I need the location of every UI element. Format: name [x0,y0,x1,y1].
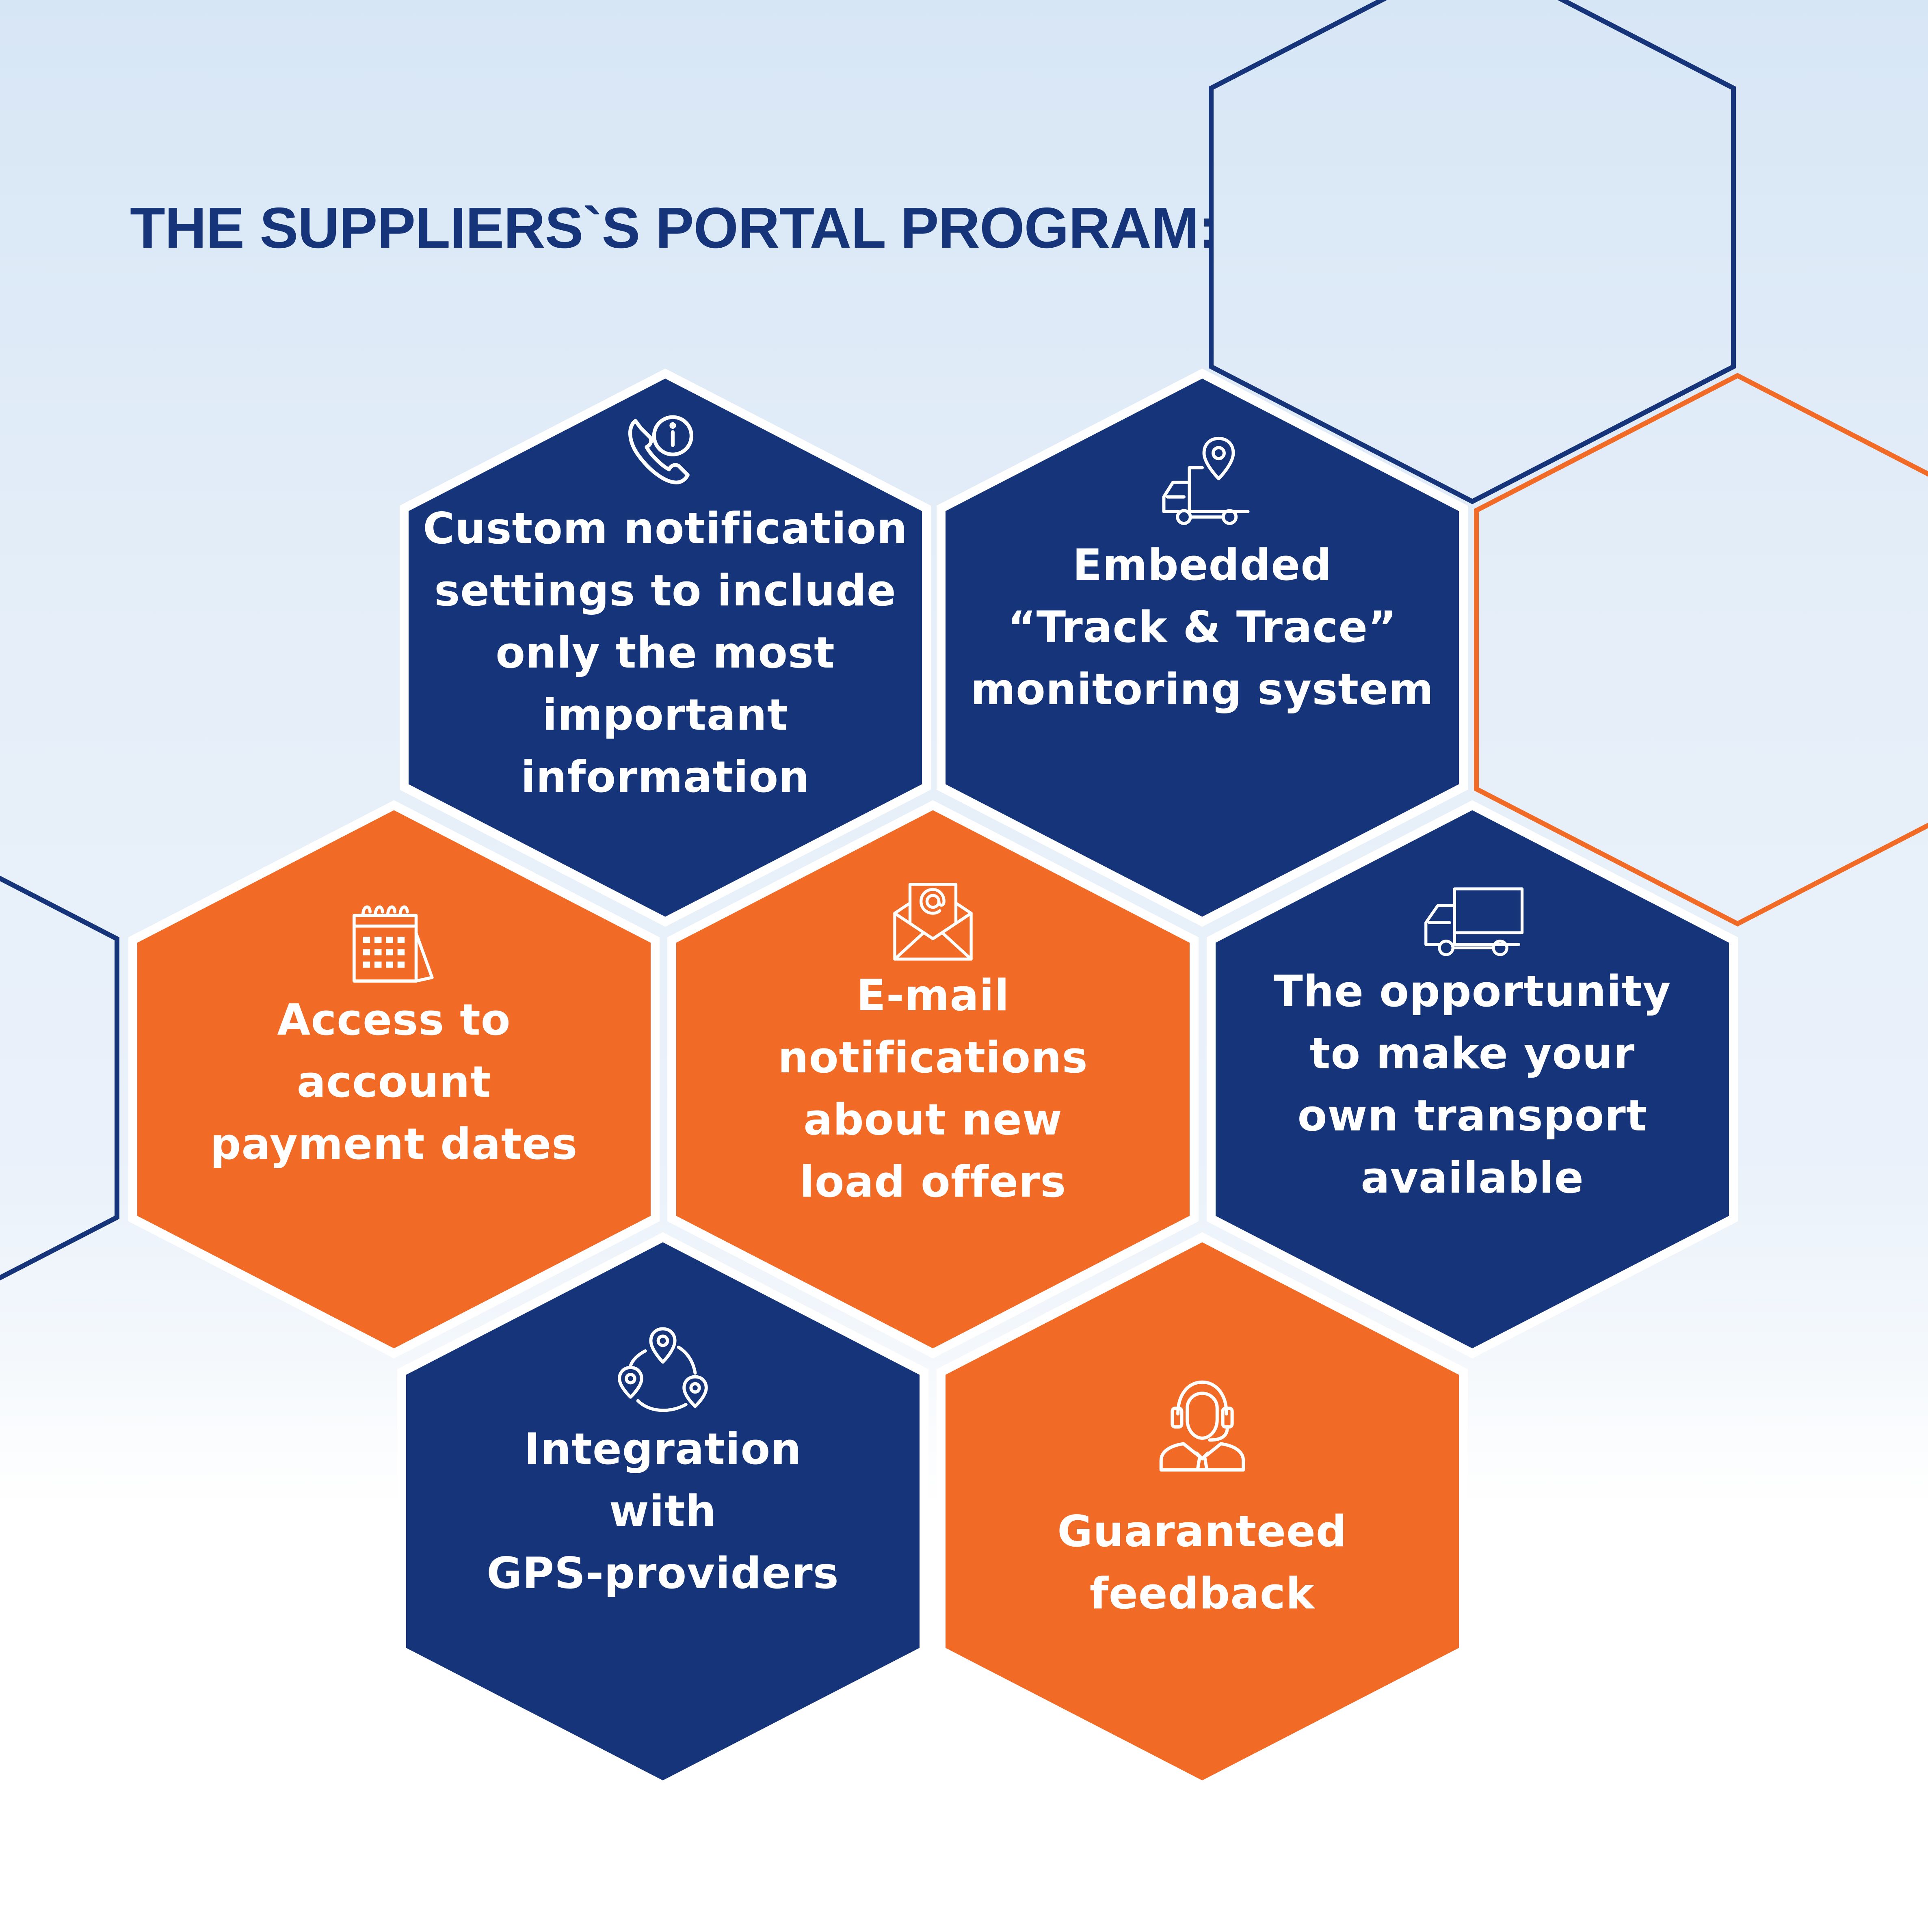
hex-own-transport [1207,800,1738,1359]
email-icon [893,883,973,961]
hex-custom-notifications [400,368,931,927]
calendar-icon [353,905,434,983]
outline-hexagon-left [0,875,119,1281]
hex-feedback [937,1232,1468,1791]
hex-label-own-transport: The opportunity to make your own transpo… [1273,966,1671,1203]
hex-email-notifications [667,800,1199,1359]
hex-content-own-transport: The opportunity to make your own transpo… [1229,883,1716,1209]
headset-operator-icon [1159,1380,1245,1472]
hex-content-custom-notifications: Custom notification settings to include … [422,404,909,808]
hex-label-track-trace: Embedded “Track & Trace” monitoring syst… [970,540,1434,714]
hex-gps-integration [397,1232,928,1791]
hex-content-email-notifications: E-mail notifications about new load offe… [689,879,1177,1213]
hex-content-track-trace: Embedded “Track & Trace” monitoring syst… [959,432,1446,720]
page-title: THE SUPPLIERS`S PORTAL PROGRAM: [130,196,1218,260]
hex-label-payment-dates: Access to account payment dates [210,995,578,1169]
hex-label-gps-integration: Integration with GPS-providers [487,1424,839,1598]
hex-content-gps-integration: Integration with GPS-providers [419,1325,907,1604]
truck-icon [1424,887,1524,956]
hex-label-feedback: Guaranteed feedback [1057,1506,1347,1619]
truck-location-icon [1162,437,1250,525]
phone-info-icon [628,415,693,484]
hex-label-custom-notifications: Custom notification settings to include … [423,504,908,802]
hex-track-trace [937,368,1468,927]
gps-network-icon [618,1327,708,1412]
hex-content-payment-dates: Access to account payment dates [150,895,638,1175]
outline-hexagon-top-right [1209,0,1736,504]
hex-payment-dates [128,800,660,1359]
hex-content-feedback: Guaranteed feedback [959,1374,1446,1625]
hex-label-email-notifications: E-mail notifications about new load offe… [778,970,1088,1207]
outline-hexagon-right-orange [1474,373,1928,927]
